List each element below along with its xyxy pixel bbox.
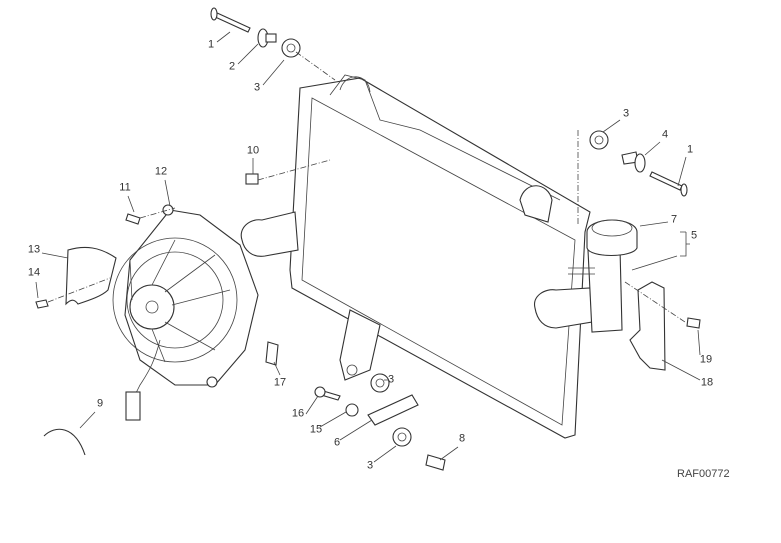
- callout-3: 3: [387, 373, 395, 386]
- callout-8: 8: [458, 432, 466, 445]
- callout-10: 10: [246, 144, 260, 157]
- callout-4: 4: [661, 128, 669, 141]
- callout-16: 16: [291, 407, 305, 420]
- callout-14: 14: [27, 266, 41, 279]
- assembly-lines: [47, 51, 686, 323]
- callout-3: 3: [622, 107, 630, 120]
- callout-1: 1: [686, 143, 694, 156]
- callout-12: 12: [154, 165, 168, 178]
- callout-3: 3: [253, 81, 261, 94]
- callout-7: 7: [670, 213, 678, 226]
- callout-2: 2: [228, 60, 236, 73]
- callout-3: 3: [366, 459, 374, 472]
- cooling-fan: [112, 204, 259, 421]
- drawing-reference-code: RAF00772: [677, 468, 730, 480]
- callout-19: 19: [699, 353, 713, 366]
- callout-5: 5: [690, 229, 698, 242]
- callout-9: 9: [96, 397, 104, 410]
- leader-lines: [35, 31, 701, 463]
- callout-6: 6: [333, 436, 341, 449]
- cable-tie: [43, 428, 86, 456]
- callout-17: 17: [273, 376, 287, 389]
- callout-11: 11: [119, 181, 131, 194]
- callout-13: 13: [27, 243, 41, 256]
- radiator: [240, 74, 638, 439]
- callout-1: 1: [207, 38, 215, 51]
- callout-15: 15: [309, 423, 323, 436]
- fan-cover: [65, 246, 117, 306]
- fasteners: [35, 7, 701, 471]
- callout-18: 18: [700, 376, 714, 389]
